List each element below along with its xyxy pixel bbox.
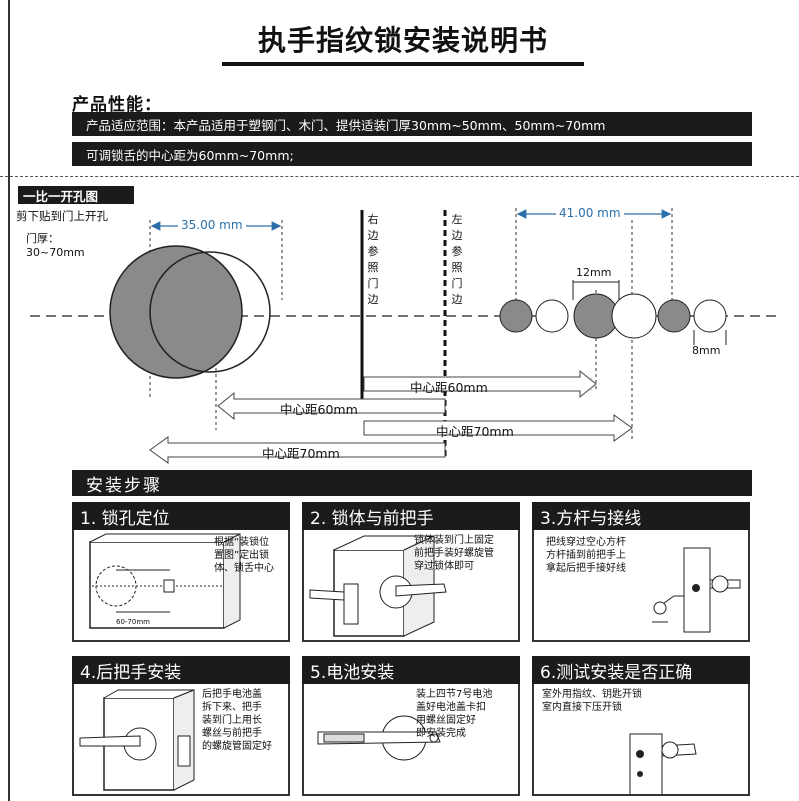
arrow-60-left-shape bbox=[217, 391, 446, 421]
left-border-line bbox=[8, 0, 10, 801]
arrow-70-right-shape bbox=[363, 414, 633, 442]
door-thickness-value: 30~70mm bbox=[26, 246, 85, 259]
performance-line-2: 可调锁舌的中心距为60mm~70mm; bbox=[72, 142, 752, 166]
hole-diagram-drawing bbox=[30, 208, 780, 464]
step-title: 1. 锁孔定位 bbox=[72, 502, 290, 530]
step-1-illustration bbox=[89, 533, 241, 629]
step-desc: 室外用指纹、钥匙开锁室内直接下压开锁 bbox=[542, 689, 642, 713]
step-card-5: 5.电池安装 装上四节7号电池盖好电池盖卡扣用螺丝固定好即安装完成 bbox=[302, 656, 520, 796]
dim-right-label: 41.00 mm bbox=[556, 206, 624, 220]
arrow-label-70-left: 中心距70mm bbox=[262, 446, 340, 461]
small-hole-3 bbox=[573, 293, 619, 339]
step-card-4: 4.后把手安装 后把手电池盖拆下来、把手装到门上用长螺丝与前把手的螺旋管固定好 bbox=[72, 656, 290, 796]
step-desc: 把线穿过空心方杆方杆插到前把手上拿起后把手接好线 bbox=[546, 537, 626, 574]
cut-note: 剪下贴到门上开孔 bbox=[16, 209, 108, 223]
performance-heading: 产品性能： bbox=[72, 95, 162, 115]
large-hole-gray bbox=[109, 245, 243, 379]
arrow-label-60-left: 中心距60mm bbox=[280, 402, 358, 417]
dim-small-label: 12mm bbox=[576, 266, 612, 279]
dim-left-label: 35.00 mm bbox=[178, 218, 246, 232]
arrow-label-70-right: 中心距70mm bbox=[436, 424, 514, 439]
arrow-label-60-right: 中心距60mm bbox=[410, 380, 488, 395]
door-thickness-label: 门厚： bbox=[26, 232, 59, 245]
step-6-illustration bbox=[629, 733, 697, 794]
document-title: 执手指纹锁安装说明书 bbox=[222, 16, 584, 66]
step-title: 6.测试安装是否正确 bbox=[532, 656, 750, 684]
large-hole-outline bbox=[149, 251, 271, 373]
step-3-illustration bbox=[652, 547, 741, 633]
step-title: 5.电池安装 bbox=[302, 656, 520, 684]
left-edge-label: 左边参照门边 bbox=[451, 213, 463, 306]
step-card-1: 1. 锁孔定位 60-70mm 根据“装锁位置图”定出锁体、锁舌中心 bbox=[72, 502, 290, 642]
step-desc: 装上四节7号电池盖好电池盖卡扣用螺丝固定好即安装完成 bbox=[416, 689, 493, 739]
step-title: 4.后把手安装 bbox=[72, 656, 290, 684]
small-hole-4 bbox=[611, 293, 657, 339]
step-desc: 根据“装锁位置图”定出锁体、锁舌中心 bbox=[214, 537, 274, 574]
small-hole-2 bbox=[535, 299, 569, 333]
arrow-60-right-shape bbox=[363, 369, 597, 399]
step-card-6: 6.测试安装是否正确 室外用指纹、钥匙开锁室内直接下压开锁 bbox=[532, 656, 750, 796]
step-desc: 后把手电池盖拆下来、把手装到门上用长螺丝与前把手的螺旋管固定好 bbox=[202, 689, 272, 752]
steps-heading: 安装步骤 bbox=[72, 470, 752, 496]
small-hole-5 bbox=[657, 299, 691, 333]
performance-line-1: 产品适应范围：本产品适用于塑钢门、木门、提供适装门厚30mm~50mm、50mm… bbox=[72, 112, 752, 136]
step-title: 3.方杆与接线 bbox=[532, 502, 750, 530]
step-2-illustration bbox=[309, 535, 447, 637]
dim-tiny-label: 8mm bbox=[692, 344, 721, 357]
step-card-2: 2. 锁体与前把手 锁体装到门上固定前把手装好螺旋管穿过锁体即可 bbox=[302, 502, 520, 642]
hole-diagram-title: 一比一开孔图 bbox=[18, 186, 134, 204]
small-hole-6 bbox=[693, 299, 727, 333]
step-5-illustration bbox=[317, 715, 441, 761]
step-1-dim-label: 60-70mm bbox=[116, 618, 150, 626]
arrow-70-left-shape bbox=[149, 436, 446, 464]
right-edge-label: 右边参照门边 bbox=[367, 213, 379, 306]
step-desc: 锁体装到门上固定前把手装好螺旋管穿过锁体即可 bbox=[414, 535, 494, 572]
step-card-3: 3.方杆与接线 把线穿过空心方杆方杆插到前把手上拿起后把手接好线 bbox=[532, 502, 750, 642]
cut-divider-line bbox=[0, 176, 799, 177]
small-hole-1 bbox=[499, 299, 533, 333]
step-title: 2. 锁体与前把手 bbox=[302, 502, 520, 530]
step-4-illustration bbox=[79, 689, 195, 791]
